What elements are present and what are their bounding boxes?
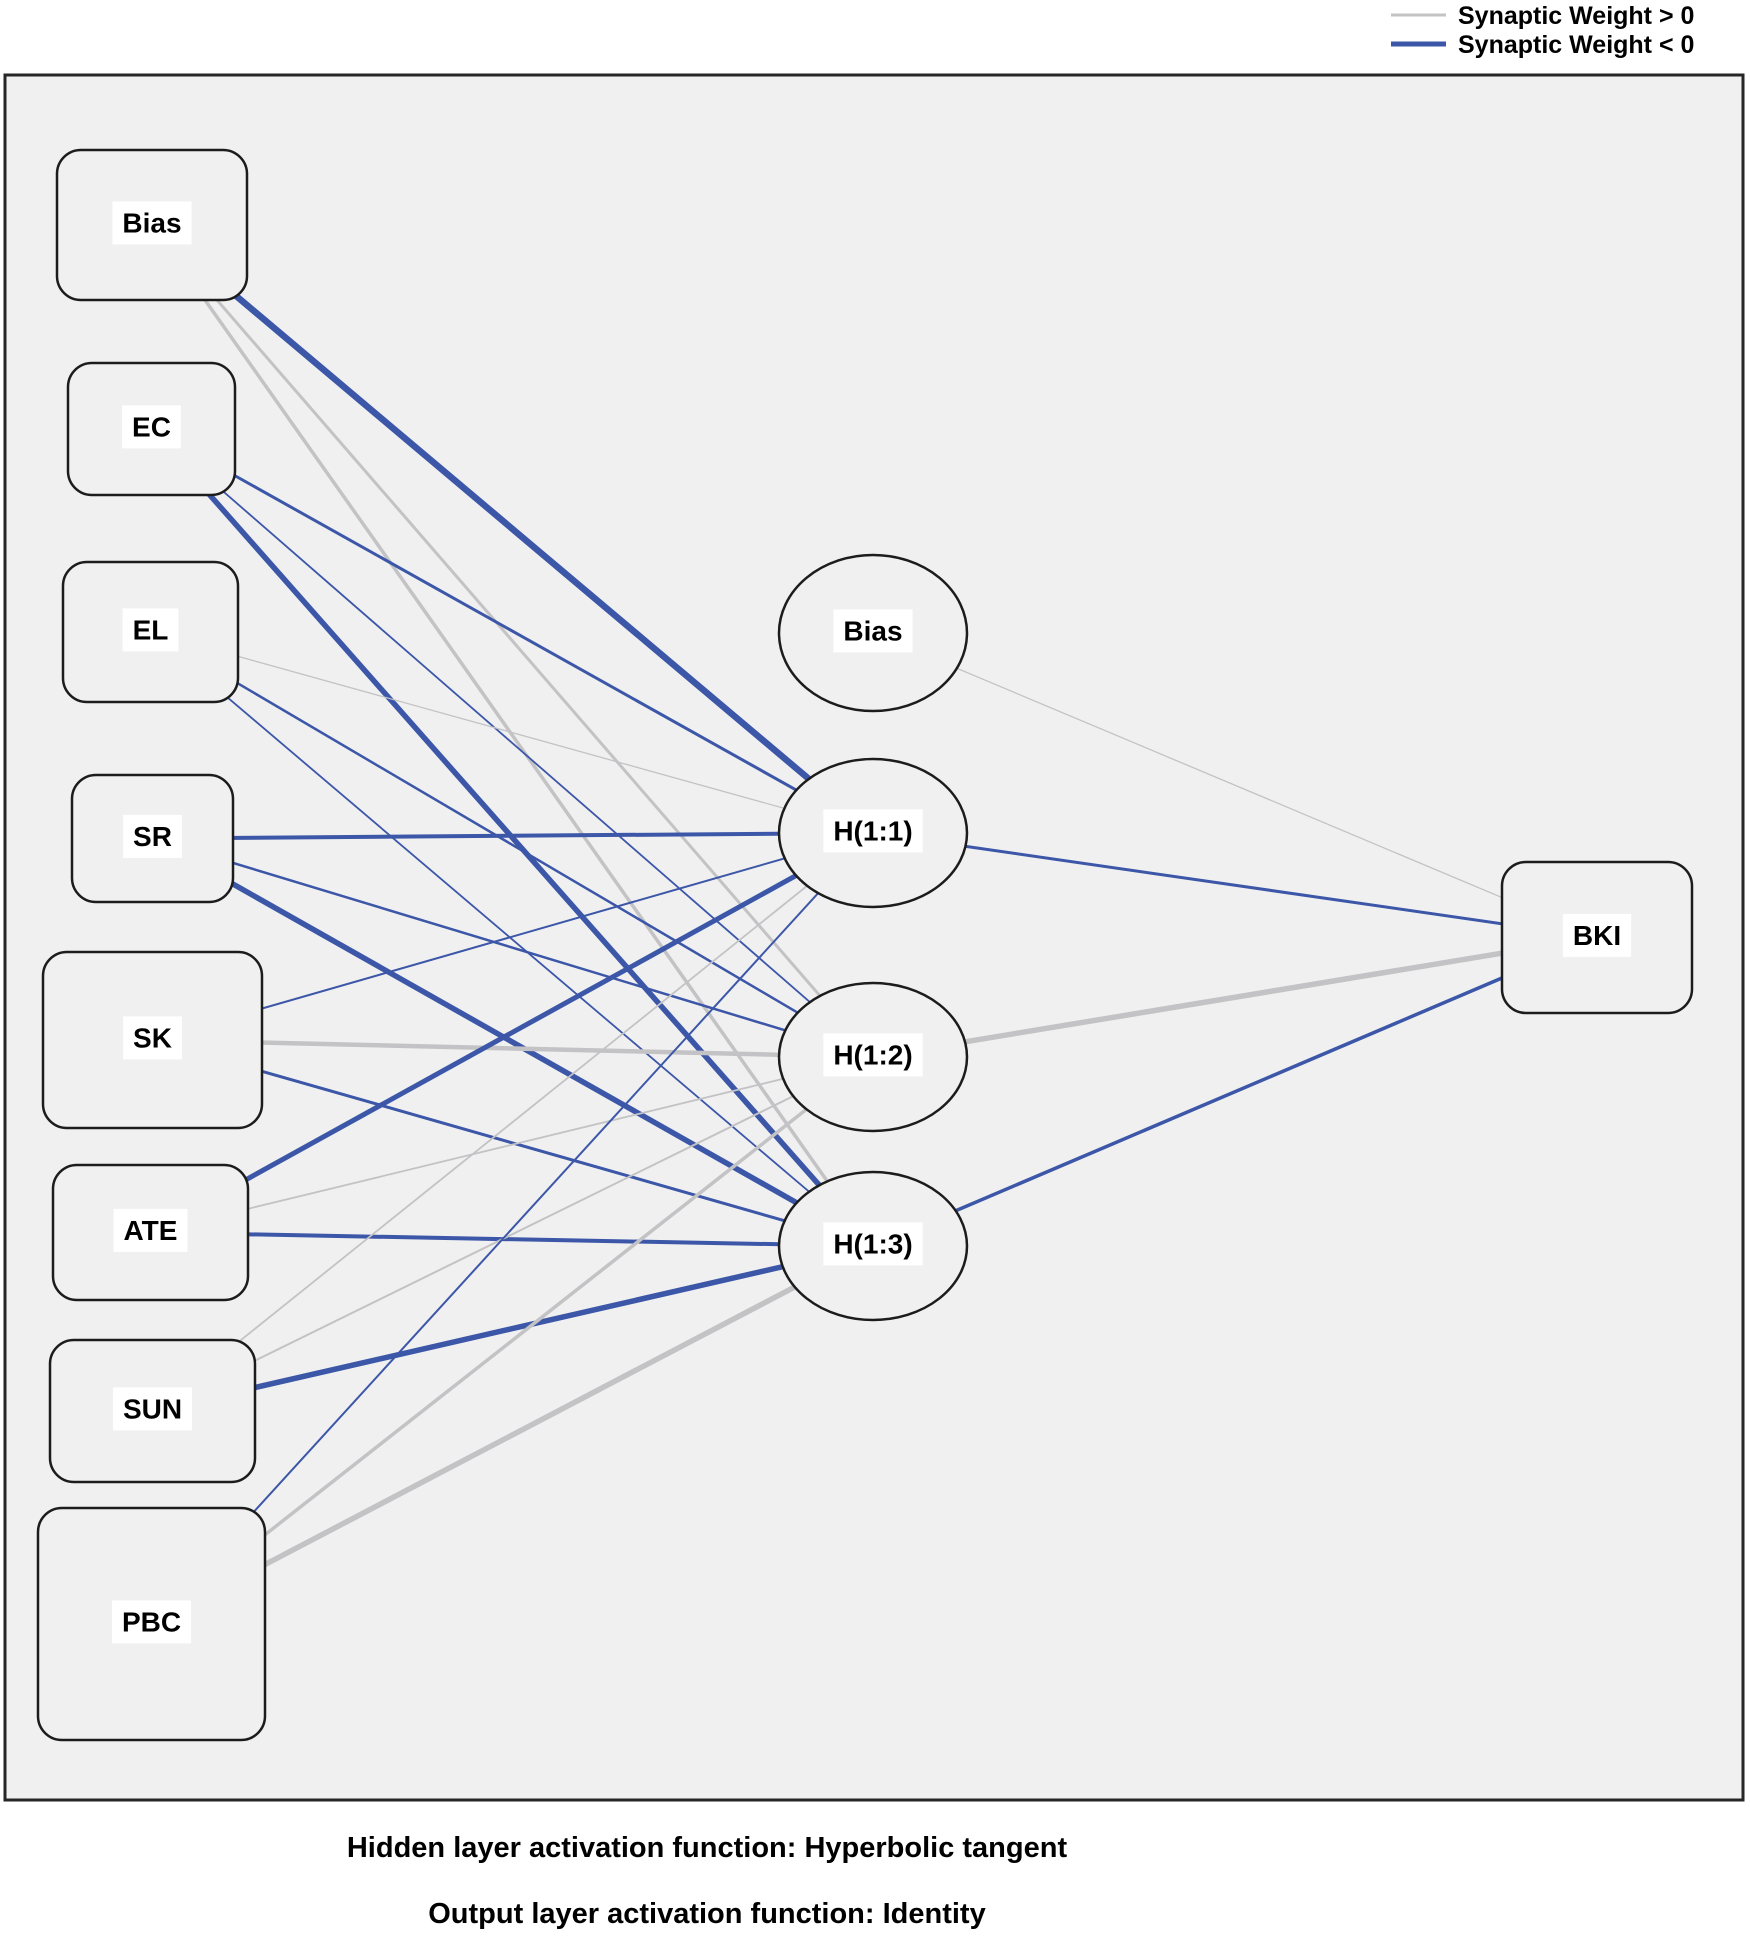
edge-SK-H1 [152,832,874,1041]
edge-Bias_in-H2 [150,224,875,1058]
edge-H2-BKI [872,934,1598,1060]
node-label-PBC: PBC [122,1606,181,1637]
edge-SUN-H2 [152,1056,874,1412]
edge-EC-H1 [150,427,874,835]
node-label-bg-BKI [1562,913,1632,957]
edge-SUN-H3 [151,1243,874,1414]
legend-label-negative: Synaptic Weight < 0 [1458,31,1694,59]
edge-PBC-H2 [150,1055,875,1626]
hidden-layer-caption: Hidden layer activation function: Hyperb… [347,1832,1068,1864]
diagram-content: BiasECELSRSKATESUNPBCBiasH(1:1)H(1:2)H(1… [3,73,1745,1802]
node-label-bg-EC [122,405,181,449]
edge-H3-BKI [872,935,1598,1248]
node-label-bg-PBC [111,1600,192,1644]
node-label-bg-SUN [112,1387,193,1431]
edge-PBC-H1 [150,832,874,1625]
edge-EL-H3 [149,631,874,1247]
node-label-bg-BiasH [833,609,913,653]
edge-EC-H2 [150,428,874,1058]
node-label-SR: SR [133,821,172,852]
node-label-H1: H(1:1) [833,815,912,846]
node-label-bg-H3 [823,1222,923,1266]
edge-SK-H3 [152,1038,874,1248]
edge-PBC-H3 [150,1243,875,1627]
edge-SUN-H1 [151,832,874,1412]
node-label-ATE: ATE [124,1215,178,1246]
legend-label-positive: Synaptic Weight > 0 [1458,2,1694,30]
node-label-bg-Bias_in [112,201,192,245]
edge-BiasH-BKI [872,632,1598,939]
captions: Hidden layer activation function: Hyperb… [347,1832,1068,1930]
edge-EL-H2 [149,630,874,1059]
edge-SR-H3 [151,836,875,1249]
edge-H1-BKI [872,831,1598,939]
node-label-BiasH: Bias [843,615,902,646]
node-label-BKI: BKI [1573,920,1621,951]
node-label-EC: EC [132,411,171,442]
legend: Synaptic Weight > 0 Synaptic Weight < 0 [1391,2,1694,59]
edge-ATE-H2 [150,1056,874,1234]
node-label-SK: SK [133,1022,172,1053]
node-label-bg-SR [123,814,182,858]
node-label-bg-ATE [113,1208,188,1252]
output-layer-caption: Output layer activation function: Identi… [428,1898,985,1930]
node-label-bg-H2 [823,1033,923,1077]
edge-ATE-H1 [149,830,875,1235]
node-label-Bias_in: Bias [122,207,181,238]
edge-ATE-H3 [150,1230,874,1248]
node-label-bg-SK [123,1016,182,1060]
node-label-EL: EL [133,614,169,645]
node-label-H3: H(1:3) [833,1228,912,1259]
node-label-bg-EL [122,608,179,652]
edge-SK-H2 [152,1037,874,1060]
node-label-H2: H(1:2) [833,1039,912,1070]
edge-SR-H1 [152,831,874,841]
edge-EL-H1 [150,631,874,834]
edge-Bias_in-H1 [149,222,876,836]
node-label-SUN: SUN [123,1393,182,1424]
edge-SR-H2 [152,837,874,1059]
edge-Bias_in-H3 [150,223,875,1248]
node-label-bg-H1 [823,809,923,853]
